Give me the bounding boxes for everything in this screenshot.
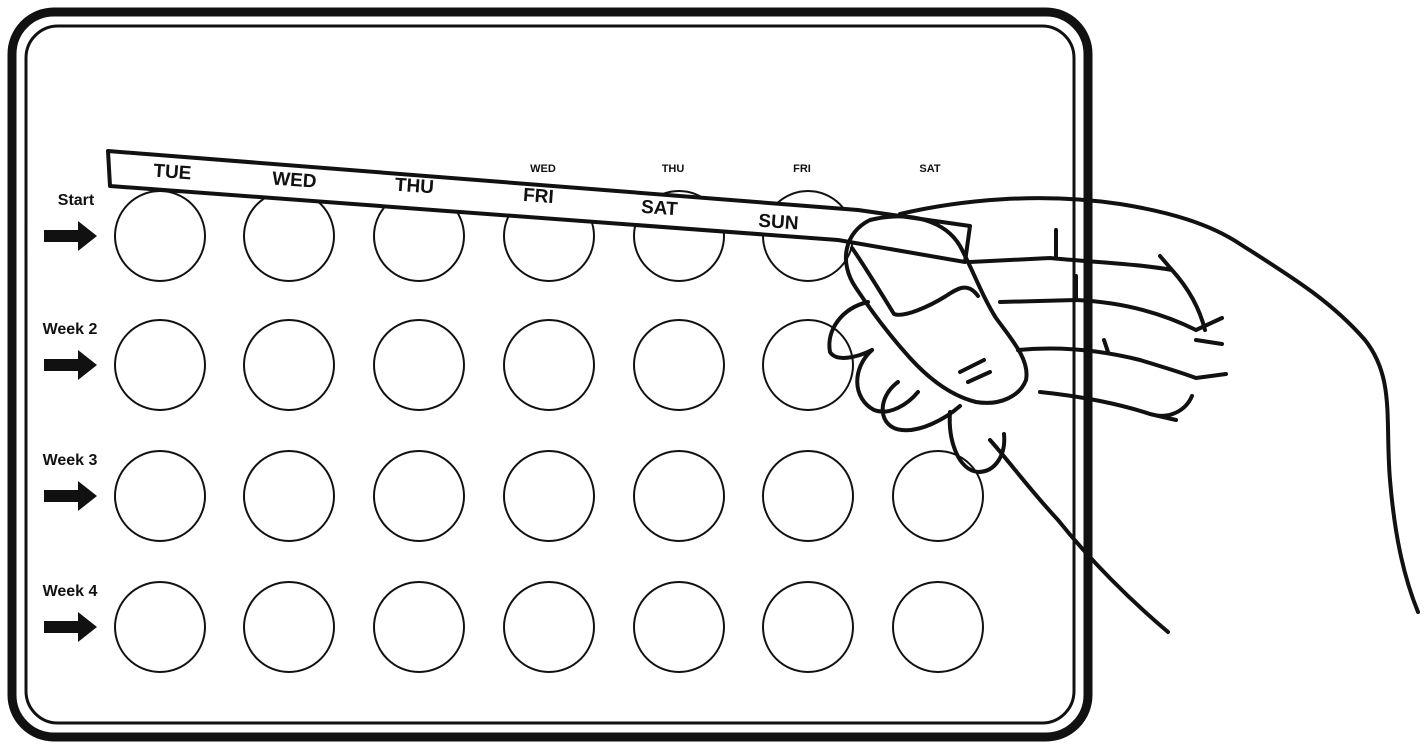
pill-blister[interactable]	[243, 319, 335, 411]
week-label: Week 2	[43, 321, 98, 338]
sticker-day-label: WED	[272, 168, 318, 192]
pill-grid	[114, 190, 984, 673]
arrow-right-icon	[44, 481, 97, 511]
pill-blister[interactable]	[114, 581, 206, 673]
pill-blister[interactable]	[633, 581, 725, 673]
pill-blister[interactable]	[633, 319, 725, 411]
thumb-crease	[958, 358, 992, 384]
pill-blister[interactable]	[503, 450, 595, 542]
pill-blister[interactable]	[762, 581, 854, 673]
sticker-day-label: SAT	[640, 197, 678, 221]
sticker-day-label: SUN	[758, 211, 799, 235]
arrow-right-icon	[44, 350, 97, 380]
knuckle-lines	[968, 228, 1207, 332]
pill-blister[interactable]	[892, 581, 984, 673]
day-sticker-strip[interactable]: TUE WED THU FRI SAT SUN	[106, 149, 972, 264]
finger-1	[827, 300, 874, 360]
pill-blister[interactable]	[503, 319, 595, 411]
pill-blister[interactable]	[243, 581, 335, 673]
pill-blister[interactable]	[373, 450, 465, 542]
finger-2	[855, 348, 920, 414]
pill-blister[interactable]	[114, 450, 206, 542]
hand-lower-contour	[988, 438, 1170, 634]
finger-4	[947, 410, 1007, 474]
printed-day-label: SAT	[919, 163, 940, 175]
finger-lines	[998, 274, 1224, 346]
card-inner-border	[24, 24, 1076, 725]
finger-3	[880, 380, 962, 433]
sticker-day-label: TUE	[153, 161, 192, 185]
pill-blister[interactable]	[503, 581, 595, 673]
pill-blister[interactable]	[114, 190, 206, 282]
sticker-day-labels: TUE WED THU FRI SAT SUN	[153, 161, 799, 235]
printed-day-label: WED	[530, 163, 556, 175]
thumb-nail	[850, 246, 980, 317]
hand-upper-contour	[898, 196, 1420, 614]
hand-illustration	[827, 196, 1420, 634]
pill-blister[interactable]	[114, 319, 206, 411]
week-label: Week 3	[43, 452, 98, 469]
week-label: Start	[58, 192, 95, 209]
palm-lines	[1016, 338, 1228, 380]
pill-blister[interactable]	[243, 190, 335, 282]
pill-blister[interactable]	[762, 319, 854, 411]
arrow-right-icon	[44, 612, 97, 642]
pill-blister[interactable]	[633, 450, 725, 542]
pill-blister[interactable]	[892, 450, 984, 542]
week-label: Week 4	[43, 583, 98, 600]
sticker-day-label: FRI	[522, 185, 554, 208]
pill-blister[interactable]	[243, 450, 335, 542]
sticker-day-label: THU	[394, 175, 434, 199]
printed-day-labels: WED THU FRI SAT	[530, 163, 941, 175]
pill-blister[interactable]	[373, 319, 465, 411]
thumb	[843, 214, 1029, 405]
printed-day-label: THU	[662, 163, 685, 175]
fingertip-lines	[1038, 390, 1194, 422]
printed-day-label: FRI	[793, 163, 811, 175]
arrow-right-icon	[44, 221, 97, 251]
pill-blister[interactable]	[762, 450, 854, 542]
sticker-strip-outline	[106, 149, 972, 264]
pill-blister[interactable]	[373, 581, 465, 673]
